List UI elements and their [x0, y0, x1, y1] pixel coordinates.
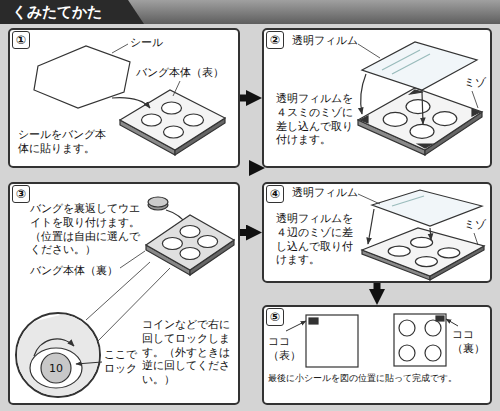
pointer-arrow	[286, 321, 306, 331]
motion-arrow	[112, 98, 150, 108]
small-sticker	[436, 316, 444, 321]
leader-line	[173, 81, 180, 96]
diagram-title: くみたてかた	[12, 3, 102, 21]
instruction-text: 透明フィルムを４辺のミゾに差し込んで取り付けます。	[276, 212, 354, 267]
groove	[472, 109, 480, 116]
panel-ground	[262, 182, 492, 283]
recess	[180, 226, 200, 238]
coin	[41, 353, 71, 383]
leader-line	[358, 194, 380, 204]
part-label: ここでロック	[104, 348, 139, 376]
part-label: 10	[46, 362, 66, 376]
pointer-arrow	[76, 362, 102, 364]
recess	[162, 102, 182, 114]
recess	[399, 320, 415, 336]
leader-line	[120, 251, 145, 268]
board-front	[306, 315, 358, 367]
weight	[148, 197, 168, 207]
clear-film	[362, 42, 477, 90]
motion-arrow	[430, 228, 431, 240]
instruction-text: バングを裏返してウエイトを取り付けます。（位置は自由に選んでください。）	[30, 202, 140, 257]
part-label: ミゾ	[464, 76, 486, 90]
header-bar	[0, 0, 144, 24]
recess	[142, 114, 162, 126]
recess	[164, 126, 184, 138]
recess	[180, 248, 200, 260]
panel-ground	[262, 28, 492, 168]
step-number: ⑤	[266, 308, 284, 326]
small-sticker	[309, 318, 318, 324]
motion-arrow	[368, 209, 374, 244]
pointer-arrow	[446, 319, 458, 326]
board-top	[362, 228, 484, 276]
part-label: 透明フィルム	[292, 34, 358, 48]
recess	[415, 257, 437, 267]
instruction-text: シールをバング本体に貼ります。	[18, 128, 116, 156]
step-panel: ① シールをバング本体に貼ります。	[8, 28, 240, 168]
step-number: ①	[12, 31, 30, 49]
recess	[425, 345, 441, 361]
rotate-arrow	[34, 339, 74, 356]
recess	[411, 237, 433, 247]
board-back	[146, 215, 234, 270]
panel-ground	[262, 305, 492, 405]
board-top	[358, 88, 482, 150]
groove	[360, 116, 368, 123]
instruction-text: コインなどで右に回してロックします。（外すときは逆に回してください。）	[142, 318, 236, 387]
step2-drawing	[358, 42, 482, 155]
step4-drawing	[358, 190, 484, 280]
header-bar	[0, 0, 500, 24]
recess	[410, 124, 434, 138]
recess	[198, 236, 218, 248]
instruction-text: 透明フィルムを４スミのミゾに差し込んで取り付けます。	[276, 92, 354, 147]
step-number: ②	[266, 31, 284, 49]
recess	[162, 238, 182, 250]
motion-arrow	[361, 74, 366, 114]
step-number: ③	[12, 185, 30, 203]
leader-line	[474, 233, 478, 245]
part-label: ミゾ	[464, 218, 486, 232]
groove	[418, 144, 432, 148]
part-label: バング本体（表）	[136, 66, 224, 80]
step-panel: ② 透明フィルムを４スミのミゾに差し込んで取り付けます。	[262, 28, 492, 168]
step5-drawing	[286, 314, 458, 367]
board-detail	[0, 300, 120, 411]
leader-line	[112, 44, 128, 53]
panel-ground	[8, 28, 240, 168]
step-arrow	[240, 95, 248, 102]
step-arrow	[240, 229, 248, 236]
sticker-sheet	[34, 46, 130, 108]
recess	[425, 320, 441, 336]
zoom-detail	[0, 300, 120, 411]
instruction-text: 最後に小シールを図の位置に貼って完成です。	[268, 372, 490, 384]
leader-line	[358, 44, 380, 58]
recess	[438, 248, 460, 258]
part-label: シール	[130, 36, 163, 50]
part-label: 透明フィルム	[292, 186, 358, 200]
recess	[30, 348, 82, 388]
motion-arrow	[422, 92, 423, 124]
leader-line	[472, 91, 478, 108]
board-back	[394, 314, 446, 366]
header-bar	[0, 0, 500, 24]
panel-ground	[8, 182, 240, 405]
film-shine	[382, 50, 430, 74]
recess	[383, 112, 407, 126]
recess	[406, 100, 430, 114]
recess	[184, 114, 204, 126]
recess	[388, 246, 410, 256]
recess	[433, 112, 457, 126]
part-label: バング本体（裏）	[30, 264, 118, 278]
recess	[399, 345, 415, 361]
step-arrow	[374, 283, 381, 291]
part-label: ココ（裏）	[452, 328, 487, 356]
step3-drawing	[0, 197, 234, 411]
groove	[410, 90, 423, 94]
step-number: ④	[266, 185, 284, 203]
part-label: ココ（表）	[268, 335, 303, 363]
film-shine	[392, 196, 424, 206]
